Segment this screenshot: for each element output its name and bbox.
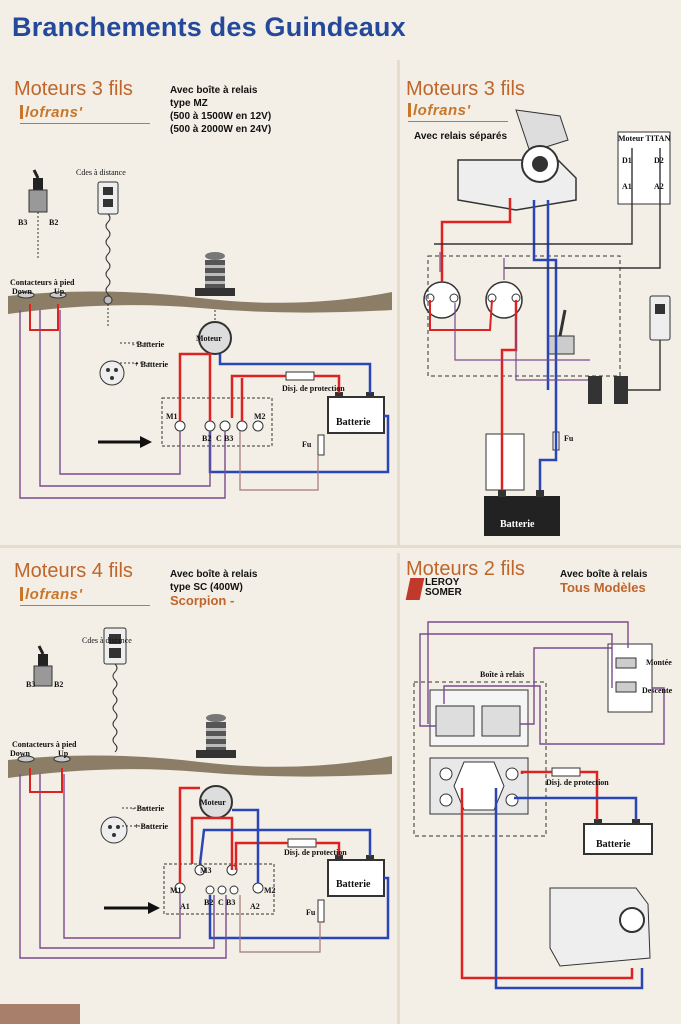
a1-label: A1 (180, 902, 190, 911)
contacteurs-label: Contacteurs à pied (10, 278, 75, 287)
panel-title: Moteurs 2 fils (406, 558, 525, 580)
model-name: Tous Modèles (560, 580, 646, 595)
b3-terminal-label: B3 (226, 898, 236, 907)
vertical-divider-top (397, 60, 400, 545)
a1-label: A1 (622, 182, 632, 191)
titan-label: Moteur TITAN (618, 134, 671, 143)
panel-title: Moteurs 4 fils (14, 560, 133, 582)
battery-label: Batterie (336, 879, 371, 890)
model-name: Scorpion - (170, 593, 235, 608)
b2-terminal-label: B2 (202, 434, 212, 443)
page-title: Branchements des Guindeaux (12, 12, 406, 42)
fuse-label: Fu (564, 434, 574, 443)
contacteurs-label: Contacteurs à pied (12, 740, 77, 749)
m1-label: M1 (170, 886, 182, 895)
battery-label: Batterie (596, 839, 631, 850)
lofrans-logo: lofrans' (20, 104, 83, 121)
b2-terminal-label: B2 (204, 898, 214, 907)
a2-label: A2 (250, 902, 260, 911)
c-terminal-label: C (218, 898, 224, 907)
breaker-label: Disj. de protection (284, 848, 347, 857)
cdes-label: Cdes à distance (76, 168, 126, 177)
m1-label: M1 (166, 412, 178, 421)
wiring-diagram-tr (423, 109, 671, 536)
plus-battery-label: + Batterie (134, 360, 169, 369)
panel-title: Moteurs 3 fils (406, 78, 525, 100)
battery-label: Batterie (500, 519, 535, 530)
fuse-label: Fu (306, 908, 316, 917)
wiring-diagram-br (413, 621, 665, 990)
lofrans-logo: lofrans' (408, 102, 471, 119)
wiring-diagram-tl (8, 169, 392, 499)
panel-3-wire-mz: Moteurs 3 fils lofrans' Avec boîte à rel… (0, 60, 396, 544)
b3-label: B3 (26, 680, 36, 689)
battery-label: Batterie (336, 417, 371, 428)
b3-label: B3 (18, 218, 28, 227)
b2-label: B2 (49, 218, 59, 227)
vertical-divider-bottom (397, 553, 400, 1024)
descente-label: Descente (642, 686, 673, 695)
c-terminal-label: C (216, 434, 222, 443)
wiring-diagram-bl (8, 627, 392, 959)
panel-3-wire-separate-relays: Moteurs 3 fils lofrans' Avec relais sépa… (400, 60, 681, 544)
panel-info: Avec boîte à relais Tous Modèles (560, 569, 648, 595)
breaker-label: Disj. de protection (546, 778, 609, 787)
moteur-label: Moteur (196, 334, 222, 343)
moteur-label: Moteur (200, 798, 226, 807)
b3-terminal-label: B3 (224, 434, 234, 443)
lofrans-logo: lofrans' (20, 586, 83, 603)
cdes-label: Cdes à distance (82, 636, 132, 645)
m2-label: M2 (264, 886, 276, 895)
corner-scrap (0, 1004, 80, 1024)
deck (8, 291, 392, 314)
down-label: Down (12, 287, 33, 296)
d1-label: D1 (622, 156, 632, 165)
b2-label: B2 (54, 680, 64, 689)
m2-label: M2 (254, 412, 266, 421)
up-label: Up (54, 287, 65, 296)
d2-label: D2 (654, 156, 664, 165)
fuse-label: Fu (302, 440, 312, 449)
a2-label: A2 (654, 182, 664, 191)
panel-title: Moteurs 3 fils (14, 78, 133, 100)
down-label: Down (10, 749, 31, 758)
montee-label: Montée (646, 658, 672, 667)
relay-box-label: Boîte à relais (480, 670, 525, 679)
panel-4-wire-sc: Moteurs 4 fils lofrans' Avec boîte à rel… (0, 548, 396, 1024)
minus-battery-label: - Batterie (132, 804, 165, 813)
minus-battery-label: - Batterie (132, 340, 165, 349)
plus-battery-label: + Batterie (134, 822, 169, 831)
m3-label: M3 (200, 866, 212, 875)
up-label: Up (58, 749, 69, 758)
horizontal-divider (0, 545, 681, 548)
panel-info: Avec relais séparés (414, 131, 508, 142)
breaker-label: Disj. de protection (282, 384, 345, 393)
